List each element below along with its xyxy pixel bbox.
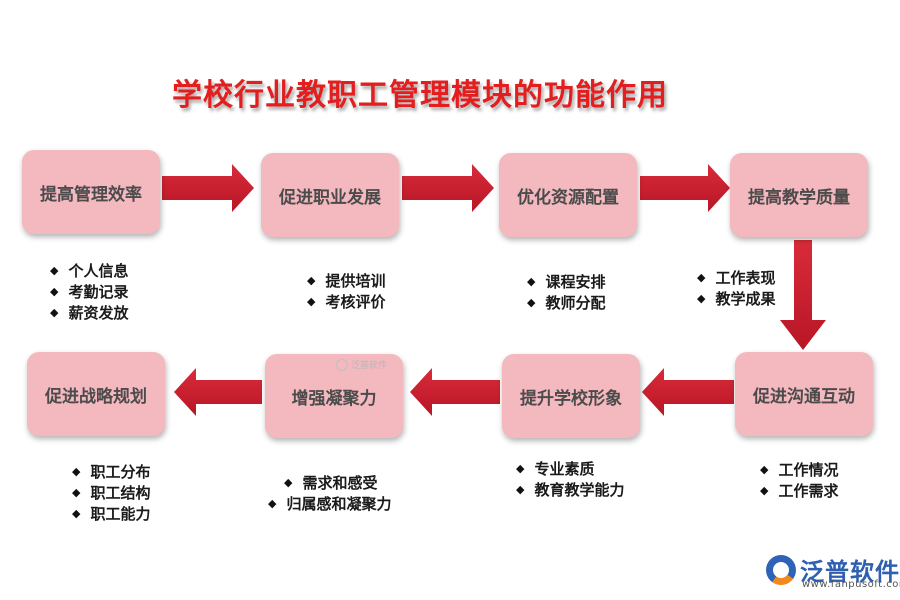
fanpu-logo-icon bbox=[766, 554, 796, 585]
diamond-bullet-icon: ◆ bbox=[50, 306, 59, 319]
arrow-right-2 bbox=[402, 164, 494, 212]
list-item: ◆课程安排 bbox=[527, 273, 606, 291]
box-teaching-quality: 提高教学质量 bbox=[730, 153, 868, 237]
list-item: ◆职工分布 bbox=[72, 463, 151, 481]
list-item: ◆考核评价 bbox=[307, 293, 386, 311]
diamond-bullet-icon: ◆ bbox=[307, 295, 316, 308]
diamond-bullet-icon: ◆ bbox=[697, 292, 706, 305]
arrow-left-3 bbox=[174, 368, 262, 416]
list-improve-efficiency: ◆个人信息 ◆考勤记录 ◆薪资发放 bbox=[50, 260, 128, 323]
diamond-bullet-icon: ◆ bbox=[307, 274, 316, 287]
diamond-bullet-icon: ◆ bbox=[50, 285, 59, 298]
diamond-bullet-icon: ◆ bbox=[516, 462, 525, 475]
list-item: ◆教学成果 bbox=[697, 290, 776, 308]
diamond-bullet-icon: ◆ bbox=[697, 271, 706, 284]
list-item: ◆个人信息 bbox=[50, 262, 129, 280]
list-item: ◆专业素质 bbox=[516, 460, 595, 478]
list-item: ◆工作表现 bbox=[697, 269, 776, 287]
box-improve-efficiency: 提高管理效率 bbox=[22, 150, 160, 234]
diamond-bullet-icon: ◆ bbox=[72, 507, 81, 520]
box-resource-allocation: 优化资源配置 bbox=[499, 153, 637, 237]
list-item: ◆提供培训 bbox=[307, 272, 386, 290]
brand-logo: 泛普软件 bbox=[766, 552, 900, 587]
diamond-bullet-icon: ◆ bbox=[516, 483, 525, 496]
list-teaching-quality: ◆工作表现 ◆教学成果 bbox=[697, 267, 775, 309]
list-item: ◆职工能力 bbox=[72, 505, 151, 523]
diagram-title: 学校行业教职工管理模块的功能作用 bbox=[172, 78, 668, 113]
list-item: ◆工作需求 bbox=[760, 482, 839, 500]
diamond-bullet-icon: ◆ bbox=[760, 484, 769, 497]
list-item: ◆职工结构 bbox=[72, 484, 151, 502]
brand-name: 泛普软件 bbox=[800, 558, 900, 586]
list-item: ◆考勤记录 bbox=[50, 283, 129, 301]
list-career-development: ◆提供培训 ◆考核评价 bbox=[307, 270, 385, 312]
box-communication: 促进沟通互动 bbox=[735, 352, 873, 436]
diamond-bullet-icon: ◆ bbox=[72, 486, 81, 499]
arrow-right-1 bbox=[162, 164, 254, 212]
arrow-right-3 bbox=[640, 164, 730, 212]
diamond-bullet-icon: ◆ bbox=[760, 463, 769, 476]
diamond-bullet-icon: ◆ bbox=[50, 264, 59, 277]
list-item: ◆教育教学能力 bbox=[516, 481, 625, 499]
list-item: ◆需求和感受 bbox=[284, 474, 378, 492]
diamond-bullet-icon: ◆ bbox=[527, 275, 536, 288]
diamond-bullet-icon: ◆ bbox=[527, 296, 536, 309]
list-resource-allocation: ◆课程安排 ◆教师分配 bbox=[527, 271, 605, 313]
list-communication: ◆工作情况 ◆工作需求 bbox=[760, 459, 838, 501]
diamond-bullet-icon: ◆ bbox=[284, 476, 293, 489]
list-school-image: ◆专业素质 ◆教育教学能力 bbox=[516, 458, 624, 500]
list-item: ◆教师分配 bbox=[527, 294, 606, 312]
list-item: ◆工作情况 bbox=[760, 461, 839, 479]
watermark-logo-icon bbox=[336, 358, 348, 371]
diamond-bullet-icon: ◆ bbox=[268, 497, 277, 510]
arrow-left-1 bbox=[642, 368, 734, 416]
brand-url: www.fanpusoft.com bbox=[802, 579, 900, 590]
list-cohesion: ◆需求和感受 ◆归属感和凝聚力 bbox=[268, 472, 391, 514]
list-item: ◆归属感和凝聚力 bbox=[268, 495, 392, 513]
arrow-left-2 bbox=[410, 368, 500, 416]
arrow-down bbox=[780, 240, 826, 350]
box-cohesion: 增强凝聚力 bbox=[265, 354, 403, 438]
list-item: ◆薪资发放 bbox=[50, 304, 129, 322]
diamond-bullet-icon: ◆ bbox=[72, 465, 81, 478]
box-school-image: 提升学校形象 bbox=[502, 354, 640, 438]
watermark: 泛普软件 bbox=[336, 358, 387, 371]
list-strategic-planning: ◆职工分布 ◆职工结构 ◆职工能力 bbox=[72, 461, 150, 524]
box-career-development: 促进职业发展 bbox=[261, 153, 399, 237]
box-strategic-planning: 促进战略规划 bbox=[27, 352, 165, 436]
